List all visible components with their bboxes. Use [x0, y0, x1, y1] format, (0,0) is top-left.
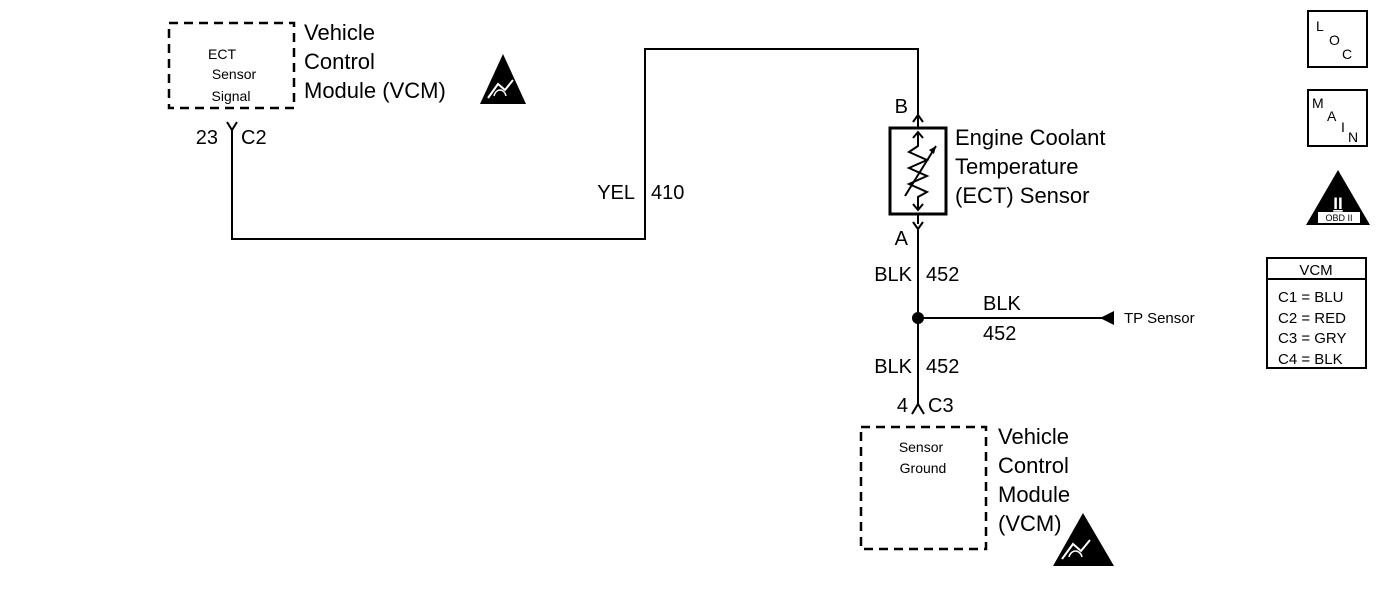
obd-ii-numeral: II — [1333, 194, 1342, 213]
connector-c3-symbol — [911, 402, 925, 415]
vcm-top-box — [167, 21, 296, 110]
connector-c3: 4 C3 — [897, 395, 954, 417]
connector-c3-pin: 4 — [897, 395, 908, 417]
loc-icon: L O C — [1307, 10, 1368, 68]
vcm-bottom-title-4: (VCM) — [998, 511, 1062, 536]
ect-pin-b: B — [895, 96, 908, 118]
vcm-bottom-module: Sensor Ground Vehicle Control Module (VC… — [859, 424, 1114, 566]
ect-pin-b-connector — [912, 113, 924, 123]
legend-item-c4: C4 = BLK — [1278, 351, 1343, 368]
wire-452-tp-circuit: 452 — [983, 323, 1016, 345]
wire-452-a-color: BLK — [874, 264, 912, 286]
esd-warning-icon — [480, 54, 526, 104]
loc-icon-letter-o: O — [1329, 32, 1340, 48]
main-icon: M A I N — [1307, 89, 1368, 147]
wire-410-circuit: 410 — [651, 182, 684, 204]
ect-title-2: Temperature — [955, 154, 1079, 179]
vcm-bottom-title-1: Vehicle — [998, 424, 1069, 449]
vcm-top-box-label-2: Sensor — [212, 66, 257, 82]
tp-sensor-arrow-icon — [1100, 311, 1114, 325]
connector-c2-label: C2 — [241, 127, 267, 149]
wire-452-b-circuit: 452 — [926, 356, 959, 378]
connector-c3-label: C3 — [928, 395, 954, 417]
vcm-top-box-label-1: ECT — [208, 46, 236, 62]
vcm-bottom-title-3: Module — [998, 482, 1070, 507]
vcm-top-title-1: Vehicle — [304, 20, 375, 45]
main-icon-letter-i: I — [1341, 119, 1345, 135]
tp-sensor-label: TP Sensor — [1124, 310, 1195, 327]
wire-410-color: YEL — [597, 182, 635, 204]
vcm-top-box-label-3: Signal — [212, 88, 251, 104]
wire-452-a-circuit: 452 — [926, 264, 959, 286]
obd-ii-icon: II OBD II — [1306, 170, 1370, 225]
ect-title-1: Engine Coolant — [955, 125, 1105, 150]
ect-pin-a: A — [895, 228, 909, 250]
legend-item-c1: C1 = BLU — [1278, 289, 1343, 306]
vcm-bottom-box-label-1: Sensor — [899, 439, 944, 455]
legend-item-c2: C2 = RED — [1278, 310, 1346, 327]
vcm-bottom-box — [859, 425, 988, 551]
thermistor-icon — [904, 130, 937, 212]
main-icon-letter-m: M — [1312, 95, 1324, 111]
connector-c2-symbol — [226, 121, 238, 132]
connector-c2-pin: 23 — [196, 127, 218, 149]
vcm-top-module: ECT Sensor Signal Vehicle Control Module… — [167, 20, 526, 110]
loc-icon-letter-c: C — [1342, 46, 1352, 62]
wire-452-tp-color: BLK — [983, 293, 1021, 315]
ect-title-3: (ECT) Sensor — [955, 183, 1089, 208]
main-icon-letter-n: N — [1348, 129, 1358, 145]
ect-sensor: B A Engine Coolant Temperature (ECT) Sen… — [888, 96, 1105, 250]
wire-452-b-color: BLK — [874, 356, 912, 378]
vcm-top-title-3: Module (VCM) — [304, 78, 446, 103]
loc-icon-letter-l: L — [1316, 18, 1324, 34]
connector-c2: 23 C2 — [196, 121, 267, 149]
esd-warning-icon — [1053, 513, 1114, 566]
vcm-bottom-box-label-2: Ground — [900, 460, 947, 476]
vcm-top-title-2: Control — [304, 49, 375, 74]
connector-legend: VCM C1 = BLU C2 = RED C3 = GRY C4 = BLK — [1266, 257, 1367, 369]
main-icon-letter-a: A — [1327, 108, 1337, 124]
vcm-bottom-title-2: Control — [998, 453, 1069, 478]
wire-410 — [231, 48, 919, 240]
obd-ii-label: OBD II — [1325, 213, 1352, 223]
legend-title: VCM — [1299, 262, 1332, 279]
legend-item-c3: C3 = GRY — [1278, 330, 1347, 347]
